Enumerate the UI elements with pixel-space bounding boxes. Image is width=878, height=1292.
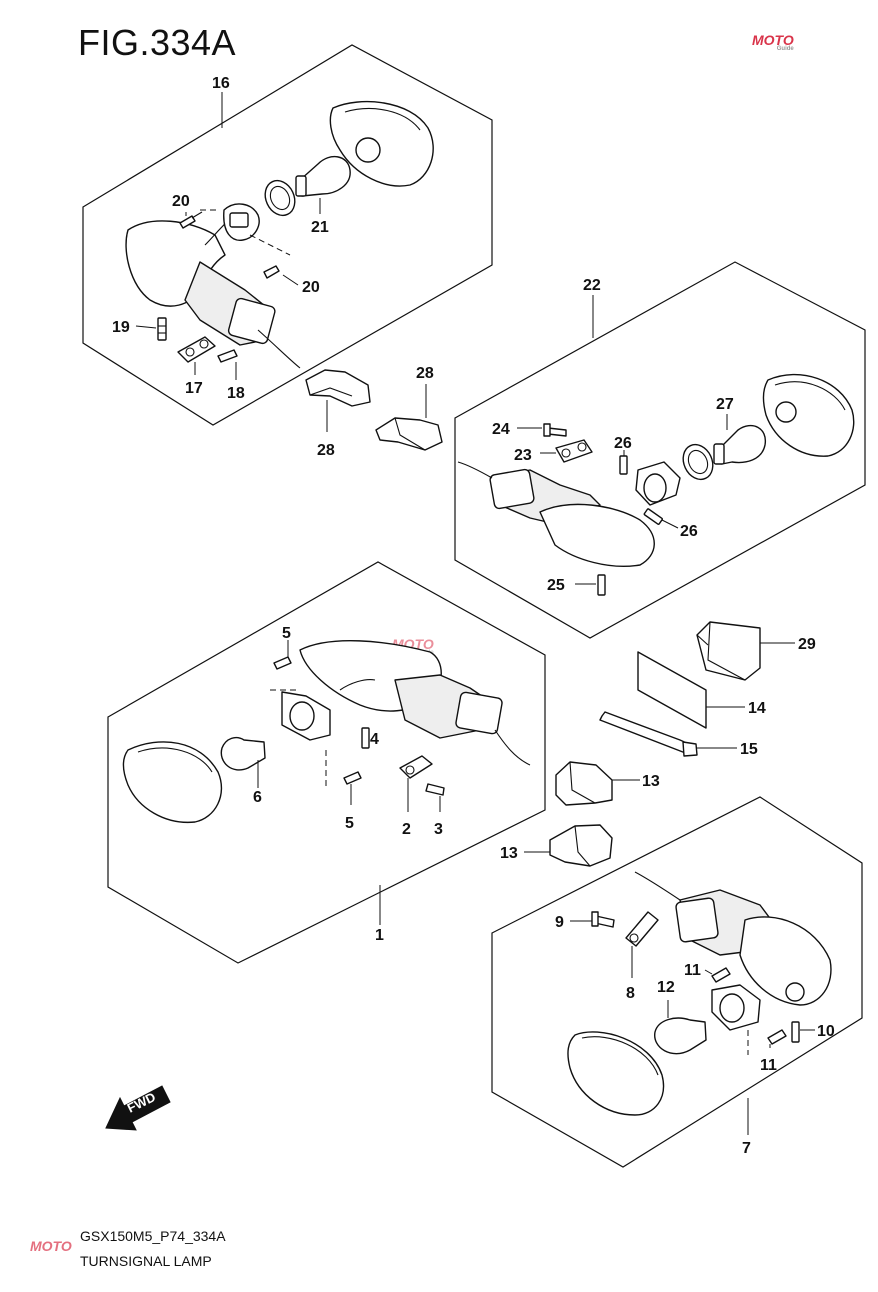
screw-25[interactable] bbox=[597, 574, 606, 596]
callout-6: 6 bbox=[253, 789, 262, 806]
screw-11-lower[interactable] bbox=[767, 1029, 787, 1045]
bulb-socket-22[interactable] bbox=[635, 461, 681, 506]
band-15[interactable] bbox=[599, 711, 698, 757]
callout-16: 16 bbox=[212, 75, 230, 92]
screw-20-lower[interactable] bbox=[263, 265, 280, 279]
screw-5-lower[interactable] bbox=[343, 771, 362, 785]
callout-26: 26 bbox=[614, 435, 632, 452]
turnsignal-housing-1[interactable] bbox=[299, 640, 531, 766]
callout-13: 13 bbox=[642, 773, 660, 790]
callout-20: 20 bbox=[172, 193, 190, 210]
callout-14: 14 bbox=[748, 700, 766, 717]
callout-15: 15 bbox=[740, 741, 758, 758]
callout-5: 5 bbox=[345, 815, 354, 832]
plate-8[interactable] bbox=[625, 911, 659, 947]
callout-24: 24 bbox=[492, 421, 510, 438]
gasket-ring-22[interactable] bbox=[678, 440, 719, 484]
lens-7[interactable] bbox=[567, 1031, 665, 1116]
watermark-brand: MOTO bbox=[752, 32, 794, 48]
plate-17[interactable] bbox=[177, 336, 216, 363]
callout-17: 17 bbox=[185, 380, 203, 397]
bulb-12[interactable] bbox=[654, 1017, 707, 1055]
bulb-6[interactable] bbox=[220, 736, 266, 771]
callout-28: 28 bbox=[416, 365, 434, 382]
assembly-frame-7 bbox=[491, 796, 863, 1168]
screw-4[interactable] bbox=[361, 727, 370, 749]
figure-title: FIG.334A bbox=[78, 22, 237, 63]
lens-22[interactable] bbox=[762, 373, 855, 457]
screw-26-upper[interactable] bbox=[619, 455, 628, 475]
screw-3[interactable] bbox=[425, 783, 445, 796]
callout-2: 2 bbox=[402, 821, 411, 838]
bulb-socket-16[interactable] bbox=[223, 203, 260, 241]
screw-19[interactable] bbox=[157, 317, 167, 341]
lens-16[interactable] bbox=[329, 100, 434, 187]
turnsignal-housing-22[interactable] bbox=[457, 461, 655, 567]
bulb-socket-1[interactable] bbox=[281, 691, 331, 741]
cap-28-left[interactable] bbox=[305, 369, 371, 407]
callout-3: 3 bbox=[434, 821, 443, 838]
clamp-13-lower[interactable] bbox=[549, 824, 613, 867]
callout-29: 29 bbox=[798, 636, 816, 653]
bulb-21[interactable] bbox=[295, 155, 351, 197]
screw-9[interactable] bbox=[591, 911, 615, 928]
plate-23[interactable] bbox=[555, 439, 593, 463]
callout-22: 22 bbox=[583, 277, 601, 294]
watermark-logo: MOTO bbox=[30, 1238, 72, 1254]
callout-21: 21 bbox=[311, 219, 329, 236]
screw-18[interactable] bbox=[217, 349, 238, 363]
screw-24[interactable] bbox=[543, 423, 567, 437]
callout-5: 5 bbox=[282, 625, 291, 642]
screw-26-lower[interactable] bbox=[643, 508, 663, 525]
clamp-13-upper[interactable] bbox=[555, 761, 613, 806]
bulb-socket-7[interactable] bbox=[711, 984, 761, 1031]
callout-4: 4 bbox=[370, 731, 379, 748]
callout-27: 27 bbox=[716, 396, 734, 413]
callout-9: 9 bbox=[555, 914, 564, 931]
figure-code: GSX150M5_P74_334A bbox=[80, 1228, 226, 1244]
assembly-frame-16 bbox=[82, 44, 493, 426]
screw-5-upper[interactable] bbox=[273, 656, 292, 670]
callout-12: 12 bbox=[657, 979, 675, 996]
watermark-brand: MOTO bbox=[30, 1238, 72, 1254]
callout-13: 13 bbox=[500, 845, 518, 862]
screw-20-upper[interactable] bbox=[179, 211, 203, 229]
screw-10[interactable] bbox=[791, 1021, 800, 1043]
callout-11: 11 bbox=[684, 962, 701, 979]
callout-25: 25 bbox=[547, 577, 565, 594]
callout-23: 23 bbox=[514, 447, 532, 464]
callout-28: 28 bbox=[317, 442, 335, 459]
callout-26: 26 bbox=[680, 523, 698, 540]
screw-11-upper[interactable] bbox=[711, 967, 731, 983]
callout-10: 10 bbox=[817, 1023, 835, 1040]
turnsignal-housing-7[interactable] bbox=[634, 871, 832, 1006]
callout-18: 18 bbox=[227, 385, 245, 402]
callout-20: 20 bbox=[302, 279, 320, 296]
callout-8: 8 bbox=[626, 985, 635, 1002]
fwd-arrow-icon: FWD bbox=[105, 1085, 171, 1131]
callout-11: 11 bbox=[760, 1057, 777, 1074]
figure-name: TURNSIGNAL LAMP bbox=[80, 1253, 212, 1269]
bulb-27[interactable] bbox=[713, 425, 766, 465]
cap-28-right[interactable] bbox=[375, 417, 443, 451]
assembly-frame-22 bbox=[454, 261, 866, 639]
gasket-ring-16[interactable] bbox=[260, 176, 301, 220]
lens-1[interactable] bbox=[122, 741, 223, 824]
assembly-frame-1 bbox=[107, 561, 546, 964]
callout-19: 19 bbox=[112, 319, 130, 336]
plate-2[interactable] bbox=[399, 755, 433, 779]
sheet-14[interactable] bbox=[637, 651, 707, 729]
callout-1: 1 bbox=[375, 927, 384, 944]
relay-29[interactable] bbox=[696, 621, 761, 681]
callout-7: 7 bbox=[742, 1140, 751, 1157]
watermark-logo: MOTO Guide bbox=[752, 32, 794, 52]
watermark-sub: Guide bbox=[776, 46, 794, 52]
